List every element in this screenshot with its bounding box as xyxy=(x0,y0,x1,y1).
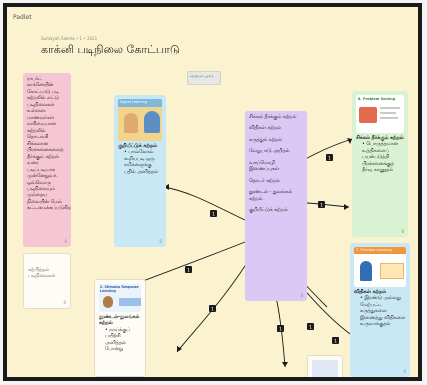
connector-badge-label: 1 xyxy=(320,202,323,208)
connector-badge-label: 1 xyxy=(212,211,215,217)
post-title: குறியீட்டுக் கற்றல் xyxy=(118,144,157,149)
list-item: தொடர் கற்றல் xyxy=(249,178,280,184)
comment-count[interactable]: 0 xyxy=(64,238,67,244)
comment-count[interactable]: 0 xyxy=(63,299,66,305)
post-body: • பொருத்தமான உத்திகளைப் பயன்படுத்தி பிரச… xyxy=(362,142,398,174)
board-icon xyxy=(380,263,404,279)
child-figure-icon xyxy=(124,113,138,133)
post-body: • இரண்டு அல்லது மேற்பட்ட கருத்துகளை இணைத… xyxy=(360,296,406,328)
post-hierarchy-list[interactable]: சிக்கல் தீர்க்கும் கற்றல் விதிகள் கற்றல்… xyxy=(245,111,307,301)
person-icon xyxy=(360,261,372,281)
image-caption: 8. Problem Solving xyxy=(358,97,396,101)
illustration-icon xyxy=(119,298,141,306)
arrow-head xyxy=(344,204,349,210)
post-body: • பாவ்லோவ் கூறியபடி ஒரு சமிக்ஞைக்கு பதில… xyxy=(124,150,158,175)
connector-badge xyxy=(209,305,216,312)
connector-badge-label: 1 xyxy=(187,267,190,273)
padlet-board: Padlet Sumayah Saleha • 1 • 2021 காக்னி … xyxy=(3,3,422,381)
list-item: விதிகள் கற்றல் xyxy=(249,126,281,132)
connector-badge xyxy=(332,337,339,344)
post-image[interactable]: 8. Problem Solving xyxy=(356,95,404,133)
post-title: விதிகள் கற்றல் xyxy=(354,290,387,295)
post-title: சிக்கல் தீர்க்கும் கற்றல் xyxy=(356,136,404,141)
connector-badge xyxy=(326,154,333,161)
connector-badge-label: 1 xyxy=(328,155,331,161)
post-signal-learning[interactable]: Signal Learning குறியீட்டுக் கற்றல் • பா… xyxy=(114,95,166,247)
text-line xyxy=(380,107,400,109)
image-caption: Signal Learning xyxy=(118,99,162,107)
post-stimulus-response[interactable]: 2. Stimulus Response Learning தூண்டல்-து… xyxy=(94,279,146,377)
text-line xyxy=(380,117,398,119)
list-item: தூண்டல் - துலங்கல் கற்றல் xyxy=(249,190,293,202)
post-body: ராபர்ட் காக்னேயின் கோட்பாடு படி கற்றலில்… xyxy=(27,77,71,212)
hierarchy-list: சிக்கல் தீர்க்கும் கற்றல் விதிகள் கற்றல்… xyxy=(249,115,303,215)
illustration-icon xyxy=(359,107,377,123)
post-image[interactable]: 7. Principle Learning xyxy=(354,247,406,287)
connector-badge xyxy=(185,266,192,273)
arrow-head xyxy=(164,184,169,190)
post-image[interactable]: Signal Learning xyxy=(118,99,162,141)
comment-count[interactable]: 0 xyxy=(159,238,162,244)
text-line xyxy=(380,112,396,114)
list-item: சிக்கல் தீர்க்கும் கற்றல் xyxy=(249,115,297,120)
dog-icon xyxy=(103,296,113,308)
connector-badge-label: 1 xyxy=(211,306,214,312)
post-image[interactable] xyxy=(312,360,338,377)
connector-badge-label: 1 xyxy=(309,324,312,330)
floating-note[interactable]: கற்பித்தல் முறை xyxy=(187,71,221,85)
connector-badge xyxy=(307,323,314,330)
post-partial[interactable] xyxy=(307,355,343,377)
image-caption: 2. Stimulus Response Learning xyxy=(100,285,139,294)
post-principle-learning[interactable]: 7. Principle Learning விதிகள் கற்றல் • இ… xyxy=(350,243,410,377)
comment-count[interactable]: 0 xyxy=(403,368,406,374)
connector-badge xyxy=(277,325,284,332)
top-bar: Padlet xyxy=(7,7,418,29)
post-problem-solving[interactable]: 8. Problem Solving சிக்கல் தீர்க்கும் கற… xyxy=(352,91,408,237)
board-title: காக்னி படிநிலை கோட்பாடு xyxy=(41,43,180,56)
post-title: தூண்டல்-துலங்கல் கற்றல் xyxy=(99,315,140,327)
connector-badge-label: 1 xyxy=(279,326,282,332)
arrow-head xyxy=(177,346,182,352)
list-item: குறியீட்டுக் கற்றல் xyxy=(249,208,288,214)
comment-count[interactable]: 0 xyxy=(300,292,303,298)
teacher-figure-icon xyxy=(144,111,160,133)
app-name[interactable]: Padlet xyxy=(13,14,32,21)
list-item: கருத்துக் கற்றல் xyxy=(249,137,282,143)
connector-line xyxy=(163,186,246,221)
connector-badge xyxy=(210,210,217,217)
post-body: • நாய்க்குப் பயிற்சி அளித்தல் போன்று xyxy=(105,327,130,353)
arrow-head xyxy=(347,138,352,144)
comment-count[interactable]: 0 xyxy=(401,228,404,234)
post-body: கற்பித்தல் படிநிலைகள் xyxy=(28,268,56,280)
arrow-head xyxy=(282,362,288,367)
connector-badge xyxy=(318,201,325,208)
board-meta: Sumayah Saleha • 1 • 2021 xyxy=(41,36,98,41)
post-levels[interactable]: கற்பித்தல் படிநிலைகள் 0 xyxy=(23,253,71,309)
post-image[interactable]: 2. Stimulus Response Learning xyxy=(99,284,141,312)
connector-badge-label: 1 xyxy=(334,338,337,344)
image-caption: 7. Principle Learning xyxy=(354,247,406,254)
post-intro[interactable]: ராபர்ட் காக்னேயின் கோட்பாடு படி கற்றலில்… xyxy=(23,73,71,247)
list-item: வாய்மொழி இணைப்புகள் xyxy=(249,160,279,173)
list-item: வேறுபாடு அறிதல் xyxy=(249,149,290,155)
